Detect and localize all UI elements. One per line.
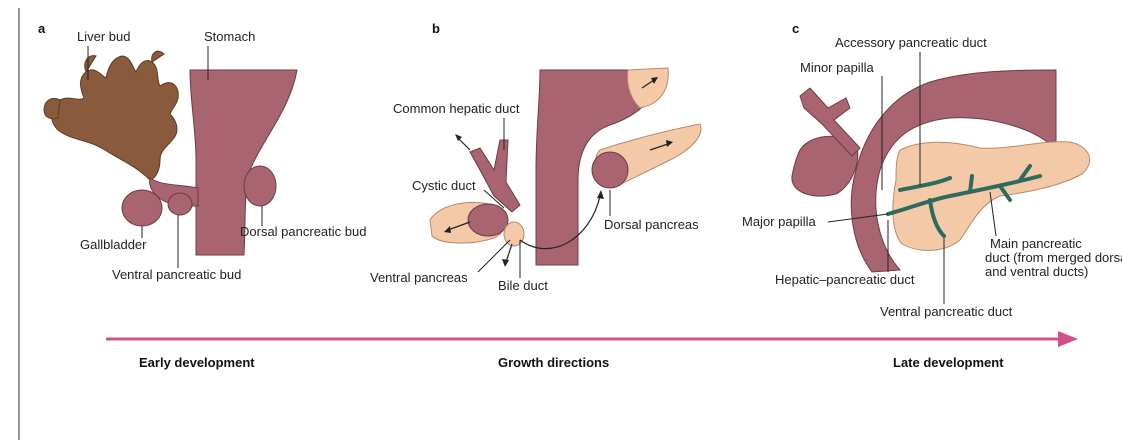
label-bile-duct: Bile duct [498, 278, 548, 293]
arrowhead-ventral [502, 259, 509, 267]
label-accessory-pancreatic-duct: Accessory pancreatic duct [835, 35, 987, 50]
label-gallbladder: Gallbladder [80, 237, 147, 252]
leader-ventral-pancreas [478, 240, 510, 272]
label-common-hepatic-duct: Common hepatic duct [393, 101, 520, 116]
ventral-bud-shape [168, 193, 192, 215]
hepatic-duct-tree [470, 140, 520, 212]
label-minor-papilla: Minor papilla [800, 60, 874, 75]
label-main-pancreatic-2: duct (from merged dorsal [985, 250, 1122, 265]
label-dorsal-pancreatic-bud: Dorsal pancreatic bud [240, 224, 366, 239]
cystic-duct-shape [468, 204, 508, 236]
label-late-development: Late development [893, 355, 1004, 370]
arrowhead-rotation [597, 190, 604, 199]
label-main-pancreatic-1: Main pancreatic [990, 236, 1082, 251]
panel-b-letter: b [432, 21, 440, 36]
panel-b: b Common hepatic duct Cystic duct D [370, 21, 701, 293]
label-dorsal-pancreas: Dorsal pancreas [604, 217, 699, 232]
label-stomach: Stomach [204, 29, 255, 44]
label-ventral-pancreas: Ventral pancreas [370, 270, 468, 285]
timeline: Early development Growth directions Late… [106, 331, 1078, 370]
dorsal-bud-shape [244, 166, 276, 206]
panel-a: a Liver bud Stomach Dorsal pancreatic bu… [38, 21, 366, 282]
timeline-arrowhead [1058, 331, 1078, 347]
panel-c: c Accessory pancreatic duct Minor papill… [742, 21, 1122, 319]
label-growth-directions: Growth directions [498, 355, 609, 370]
label-ventral-pancreatic-bud: Ventral pancreatic bud [112, 267, 241, 282]
pancreas-c-shape [893, 142, 1090, 251]
panel-a-letter: a [38, 21, 46, 36]
label-main-pancreatic-3: and ventral ducts) [985, 264, 1088, 279]
liver-bud-shape [44, 51, 178, 180]
dorsal-pancreas-root [592, 152, 628, 188]
panel-c-letter: c [792, 21, 799, 36]
arrow-hepatic [458, 138, 470, 150]
duct-branch-1 [970, 176, 972, 192]
label-cystic-duct: Cystic duct [412, 178, 476, 193]
label-early-development: Early development [139, 355, 255, 370]
arrow-ventral [506, 244, 512, 262]
gallbladder-shape [122, 190, 162, 226]
arrowhead-hepatic [455, 134, 462, 141]
label-ventral-pancreatic-duct: Ventral pancreatic duct [880, 304, 1013, 319]
label-hepatic-pancreatic-duct: Hepatic–pancreatic duct [775, 272, 915, 287]
label-liver-bud: Liver bud [77, 29, 130, 44]
label-major-papilla: Major papilla [742, 214, 816, 229]
